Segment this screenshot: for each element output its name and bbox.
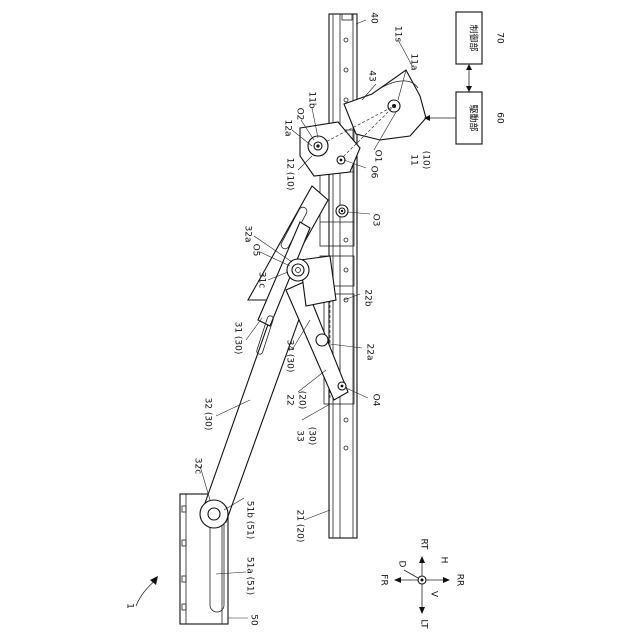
label-43: 43 <box>367 70 377 81</box>
label-32: 32 (30) <box>203 398 213 431</box>
drive-unit-60: 駆動部 <box>456 92 482 144</box>
label-11b: 11b <box>307 91 317 108</box>
dir-h: H <box>439 557 449 564</box>
label-o4: O4 <box>371 394 381 407</box>
label-21: 21 (20) <box>295 510 305 543</box>
label-o2: O2 <box>295 108 305 121</box>
dir-lt: LT <box>419 619 429 629</box>
drive-arm-12 <box>300 70 426 176</box>
joint-o2 <box>308 136 328 156</box>
joint-o3 <box>336 205 348 217</box>
label-o1: O1 <box>373 150 383 163</box>
label-1: 1 <box>125 603 135 609</box>
dir-rr: RR <box>455 574 465 587</box>
label-11a: 11a <box>409 54 419 71</box>
dir-d: D <box>397 561 407 568</box>
joint-o4 <box>338 382 346 390</box>
label-60: 60 <box>495 112 505 124</box>
label-33: 33 <box>295 430 305 441</box>
joint-o6 <box>337 156 345 164</box>
label-o3: O3 <box>371 214 381 227</box>
label-11-paren: (10) <box>421 151 431 169</box>
label-31: 31 (30) <box>233 322 243 355</box>
joint-o5 <box>287 259 309 281</box>
drive-unit-text: 駆動部 <box>468 104 480 131</box>
label-22b: 22b <box>363 289 373 306</box>
label-22: 22 <box>285 394 295 405</box>
label-o5: O5 <box>251 244 261 257</box>
label-12a: 12a <box>283 120 293 137</box>
label-11: 11 <box>409 154 419 165</box>
label-40: 40 <box>369 12 379 24</box>
control-unit-text: 制御部 <box>468 24 480 51</box>
label-51b: 51b (51) <box>245 501 255 540</box>
dir-v: V <box>429 591 439 598</box>
label-12: 12 (10) <box>285 158 295 191</box>
label-33-paren: (30) <box>307 427 317 445</box>
label-22a: 22a <box>365 344 375 361</box>
assembly-arrow <box>136 576 158 606</box>
label-50: 50 <box>249 614 259 626</box>
label-51a: 51a (51) <box>245 557 255 595</box>
label-11s: 11s <box>393 26 403 42</box>
label-34: 34 (30) <box>285 340 295 373</box>
label-70: 70 <box>495 32 505 44</box>
control-unit-70: 制御部 <box>456 12 482 64</box>
dir-fr: FR <box>379 574 389 585</box>
label-o6: O6 <box>369 166 379 179</box>
label-31c: 31c <box>257 272 267 288</box>
label-32c: 32c <box>193 458 203 474</box>
label-22-paren: (20) <box>297 391 307 409</box>
label-32a: 32a <box>243 226 253 243</box>
dir-rt: RT <box>419 538 429 550</box>
